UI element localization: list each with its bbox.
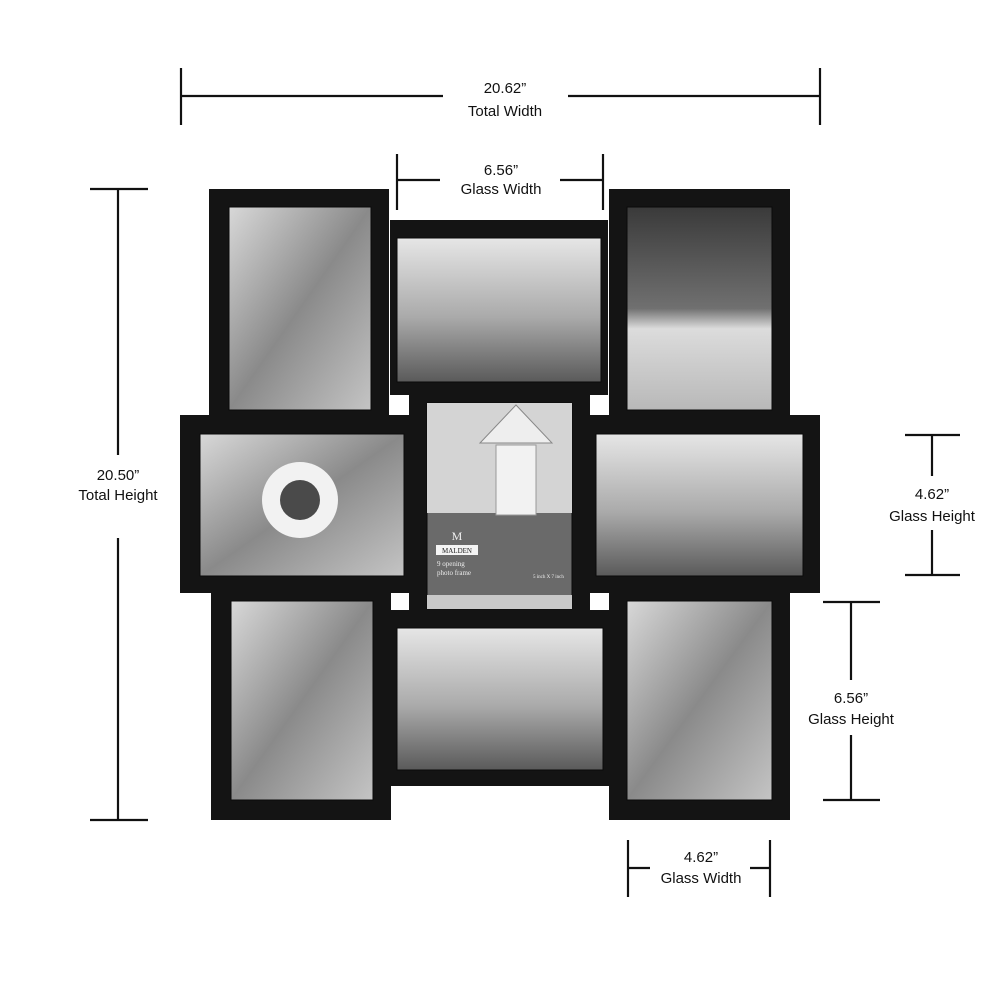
total-height-value: 20.50”	[97, 467, 140, 484]
glass-height-right-value: 4.62”	[915, 486, 949, 503]
glass-width-top-label: Glass Width	[461, 181, 542, 198]
dimension-glass-height-lower: 6.56” Glass Height	[808, 600, 895, 802]
glass-width-bottom-value: 4.62”	[684, 849, 718, 866]
glass-height-right-label: Glass Height	[889, 508, 976, 525]
total-width-value: 20.62”	[484, 80, 527, 97]
house-door	[495, 444, 537, 516]
photo-child	[230, 600, 374, 801]
photo-jeep-beach	[396, 627, 604, 771]
malden-brand: MALDEN	[442, 547, 472, 555]
photo-smiling-woman	[228, 206, 372, 411]
total-height-label: Total Height	[78, 487, 158, 504]
photo-couple-selfie	[595, 433, 804, 577]
house-gable	[478, 404, 554, 444]
glass-height-lower-value: 6.56”	[834, 690, 868, 707]
sunflower-center	[280, 480, 320, 520]
total-width-label: Total Width	[468, 103, 542, 120]
insert-size: 5 inch X 7 inch	[533, 575, 564, 580]
dimension-total-width: 20.62” Total Width	[179, 68, 822, 125]
insert-strip	[427, 595, 572, 609]
photo-hat-person	[626, 600, 773, 801]
photo-couple-on-pier	[396, 237, 602, 383]
photo-seashell-beach	[626, 206, 773, 411]
insert-line1: 9 opening	[437, 560, 465, 568]
malden-logo-box	[436, 545, 478, 555]
glass-width-top-value: 6.56”	[484, 162, 518, 179]
glass-width-bottom-label: Glass Width	[661, 870, 742, 887]
dimension-total-height: 20.50” Total Height	[78, 187, 158, 822]
dimension-glass-width-bottom: 4.62” Glass Width	[626, 840, 772, 897]
glass-height-lower-label: Glass Height	[808, 711, 895, 728]
dimension-glass-height-right: 4.62” Glass Height	[889, 433, 976, 577]
malden-logo-mark: M	[452, 529, 463, 543]
dimension-glass-width-top: 6.56” Glass Width	[395, 154, 605, 210]
insert-line2: photo frame	[437, 569, 471, 577]
